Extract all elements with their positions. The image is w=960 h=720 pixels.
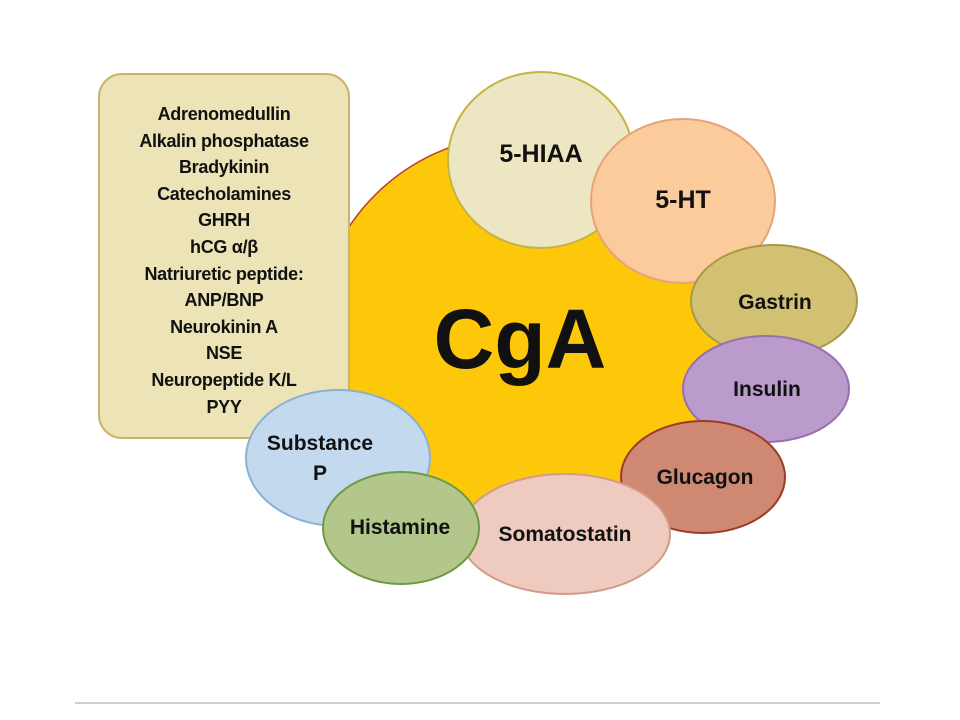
bottom-divider <box>75 702 880 704</box>
marker-5hiaa-label: 5-HIAA <box>499 140 582 168</box>
cga-label: CgA <box>434 292 607 386</box>
list-item: ANP/BNP <box>184 290 264 311</box>
marker-glucagon <box>620 420 786 534</box>
marker-glucagon-label: Glucagon <box>657 466 754 489</box>
list-item: hCG α/β <box>190 236 258 257</box>
list-item: Alkalin phosphatase <box>139 130 309 151</box>
list-item: GHRH <box>198 210 250 231</box>
marker-histamine-label: Histamine <box>350 516 450 539</box>
list-item: Adrenomedullin <box>157 104 291 124</box>
marker-5ht <box>590 118 776 284</box>
list-item: Bradykinin <box>178 157 270 178</box>
marker-gastrin-label: Gastrin <box>738 291 812 314</box>
list-item: PYY <box>206 396 242 417</box>
other-markers-box: Adrenomedullin Alkalin phosphatase Brady… <box>98 73 350 439</box>
marker-substance-p-label-line1: Substance <box>267 432 373 455</box>
marker-somatostatin-label: Somatostatin <box>498 523 631 546</box>
list-item: Catecholamines <box>157 183 291 204</box>
marker-5ht-label: 5-HT <box>655 186 711 214</box>
list-item: NSE <box>205 343 243 364</box>
list-item: Natriuretic peptide: <box>144 263 304 284</box>
marker-substance-p-label-line2: P <box>313 462 327 485</box>
marker-histamine <box>322 471 480 585</box>
list-item: Neuropeptide K/L <box>151 369 297 390</box>
list-item: Neurokinin A <box>170 316 278 337</box>
marker-insulin-label: Insulin <box>733 378 801 401</box>
